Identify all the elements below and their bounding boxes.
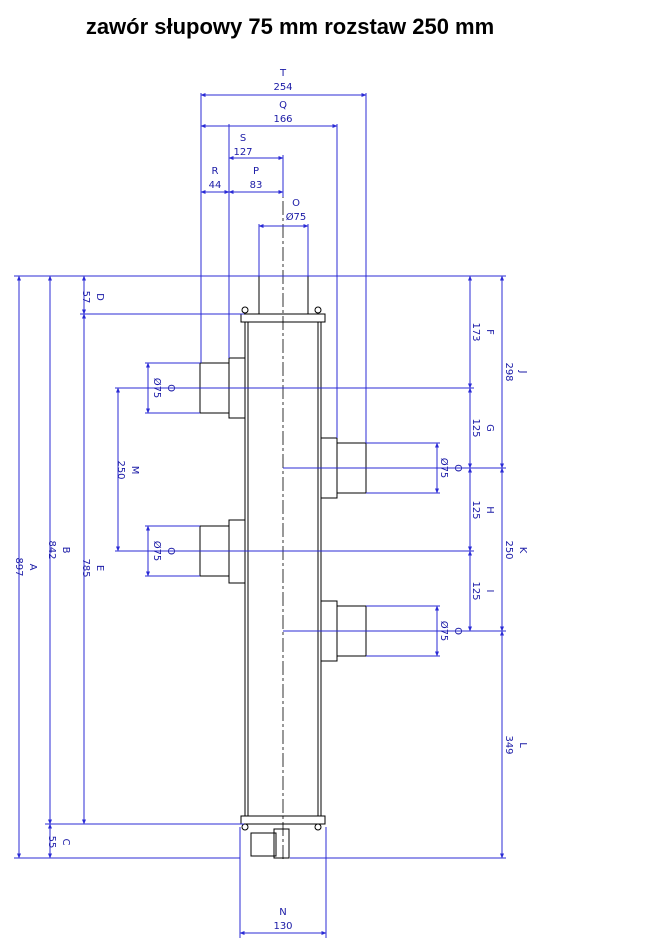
dim-O-top-value: Ø75 <box>286 211 307 223</box>
dim-P-letter: P <box>253 166 259 177</box>
dim-F-letter: F <box>484 329 495 335</box>
top-right-bolt <box>314 306 322 314</box>
dim-G-value: 125 <box>470 418 481 437</box>
dim-L-value: 349 <box>503 735 514 754</box>
dim-L-letter: L <box>517 742 528 748</box>
dim-E-value: 785 <box>80 558 91 577</box>
dim-F-value: 173 <box>470 322 481 341</box>
dim-N-letter: N <box>279 907 286 918</box>
valve-body <box>199 155 367 860</box>
dimension-lines <box>14 93 506 938</box>
dim-O-right2-letter: O <box>452 627 463 635</box>
dim-H-value: 125 <box>470 500 481 519</box>
drain-cap <box>273 828 290 859</box>
dim-Q-letter: Q <box>279 100 287 111</box>
dim-H-letter: H <box>484 506 495 514</box>
dim-B-letter: B <box>60 547 71 554</box>
dim-T-value: 254 <box>273 82 292 93</box>
dim-P-value: 83 <box>250 180 263 191</box>
dim-A-value: 897 <box>13 557 24 576</box>
dim-R-letter: R <box>212 166 219 177</box>
dim-G-letter: G <box>484 424 495 432</box>
dim-M-value: 250 <box>115 460 126 479</box>
dim-E-letter: E <box>94 565 105 571</box>
dim-K-letter: K <box>517 547 528 554</box>
dim-S-value: 127 <box>233 147 252 158</box>
dim-O-left1-letter: O <box>165 384 176 392</box>
bottom-left-bolt <box>241 823 249 831</box>
dim-S-letter: S <box>240 133 246 144</box>
dim-O-right1-value: Ø75 <box>438 458 450 479</box>
dim-O-top-letter: O <box>292 198 300 209</box>
dim-J-letter: J <box>517 370 528 374</box>
dim-D-value: 57 <box>80 291 91 304</box>
dim-T-letter: T <box>279 68 287 79</box>
drain-body <box>250 832 277 857</box>
dim-O-left2-value: Ø75 <box>151 541 163 562</box>
dim-K-value: 250 <box>503 540 514 559</box>
dim-N-value: 130 <box>273 921 292 932</box>
dim-J-value: 298 <box>503 362 514 381</box>
dim-M-letter: M <box>129 466 140 475</box>
drawing-title: zawór słupowy 75 mm rozstaw 250 mm <box>85 14 495 39</box>
dim-C-value: 55 <box>46 836 57 849</box>
dim-I-value: 125 <box>470 581 481 600</box>
dim-B-value: 842 <box>46 540 57 559</box>
dim-O-right2-value: Ø75 <box>438 621 450 642</box>
dim-R-value: 44 <box>209 180 222 191</box>
dim-A-letter: A <box>27 564 38 571</box>
bottom-right-bolt <box>314 823 322 831</box>
top-outlet-pipe <box>258 275 309 315</box>
dim-O-left2-letter: O <box>165 547 176 555</box>
dim-Q-value: 166 <box>273 114 292 125</box>
dim-O-left1-value: Ø75 <box>151 378 163 399</box>
dim-I-letter: I <box>484 590 495 593</box>
dim-C-letter: C <box>60 839 71 846</box>
dimension-labels: T 254 Q 166 S 127 R 44 P 83 O Ø75 N 130 … <box>13 68 528 932</box>
top-left-bolt <box>241 306 249 314</box>
dim-D-letter: D <box>94 293 105 301</box>
dim-O-right1-letter: O <box>452 464 463 472</box>
